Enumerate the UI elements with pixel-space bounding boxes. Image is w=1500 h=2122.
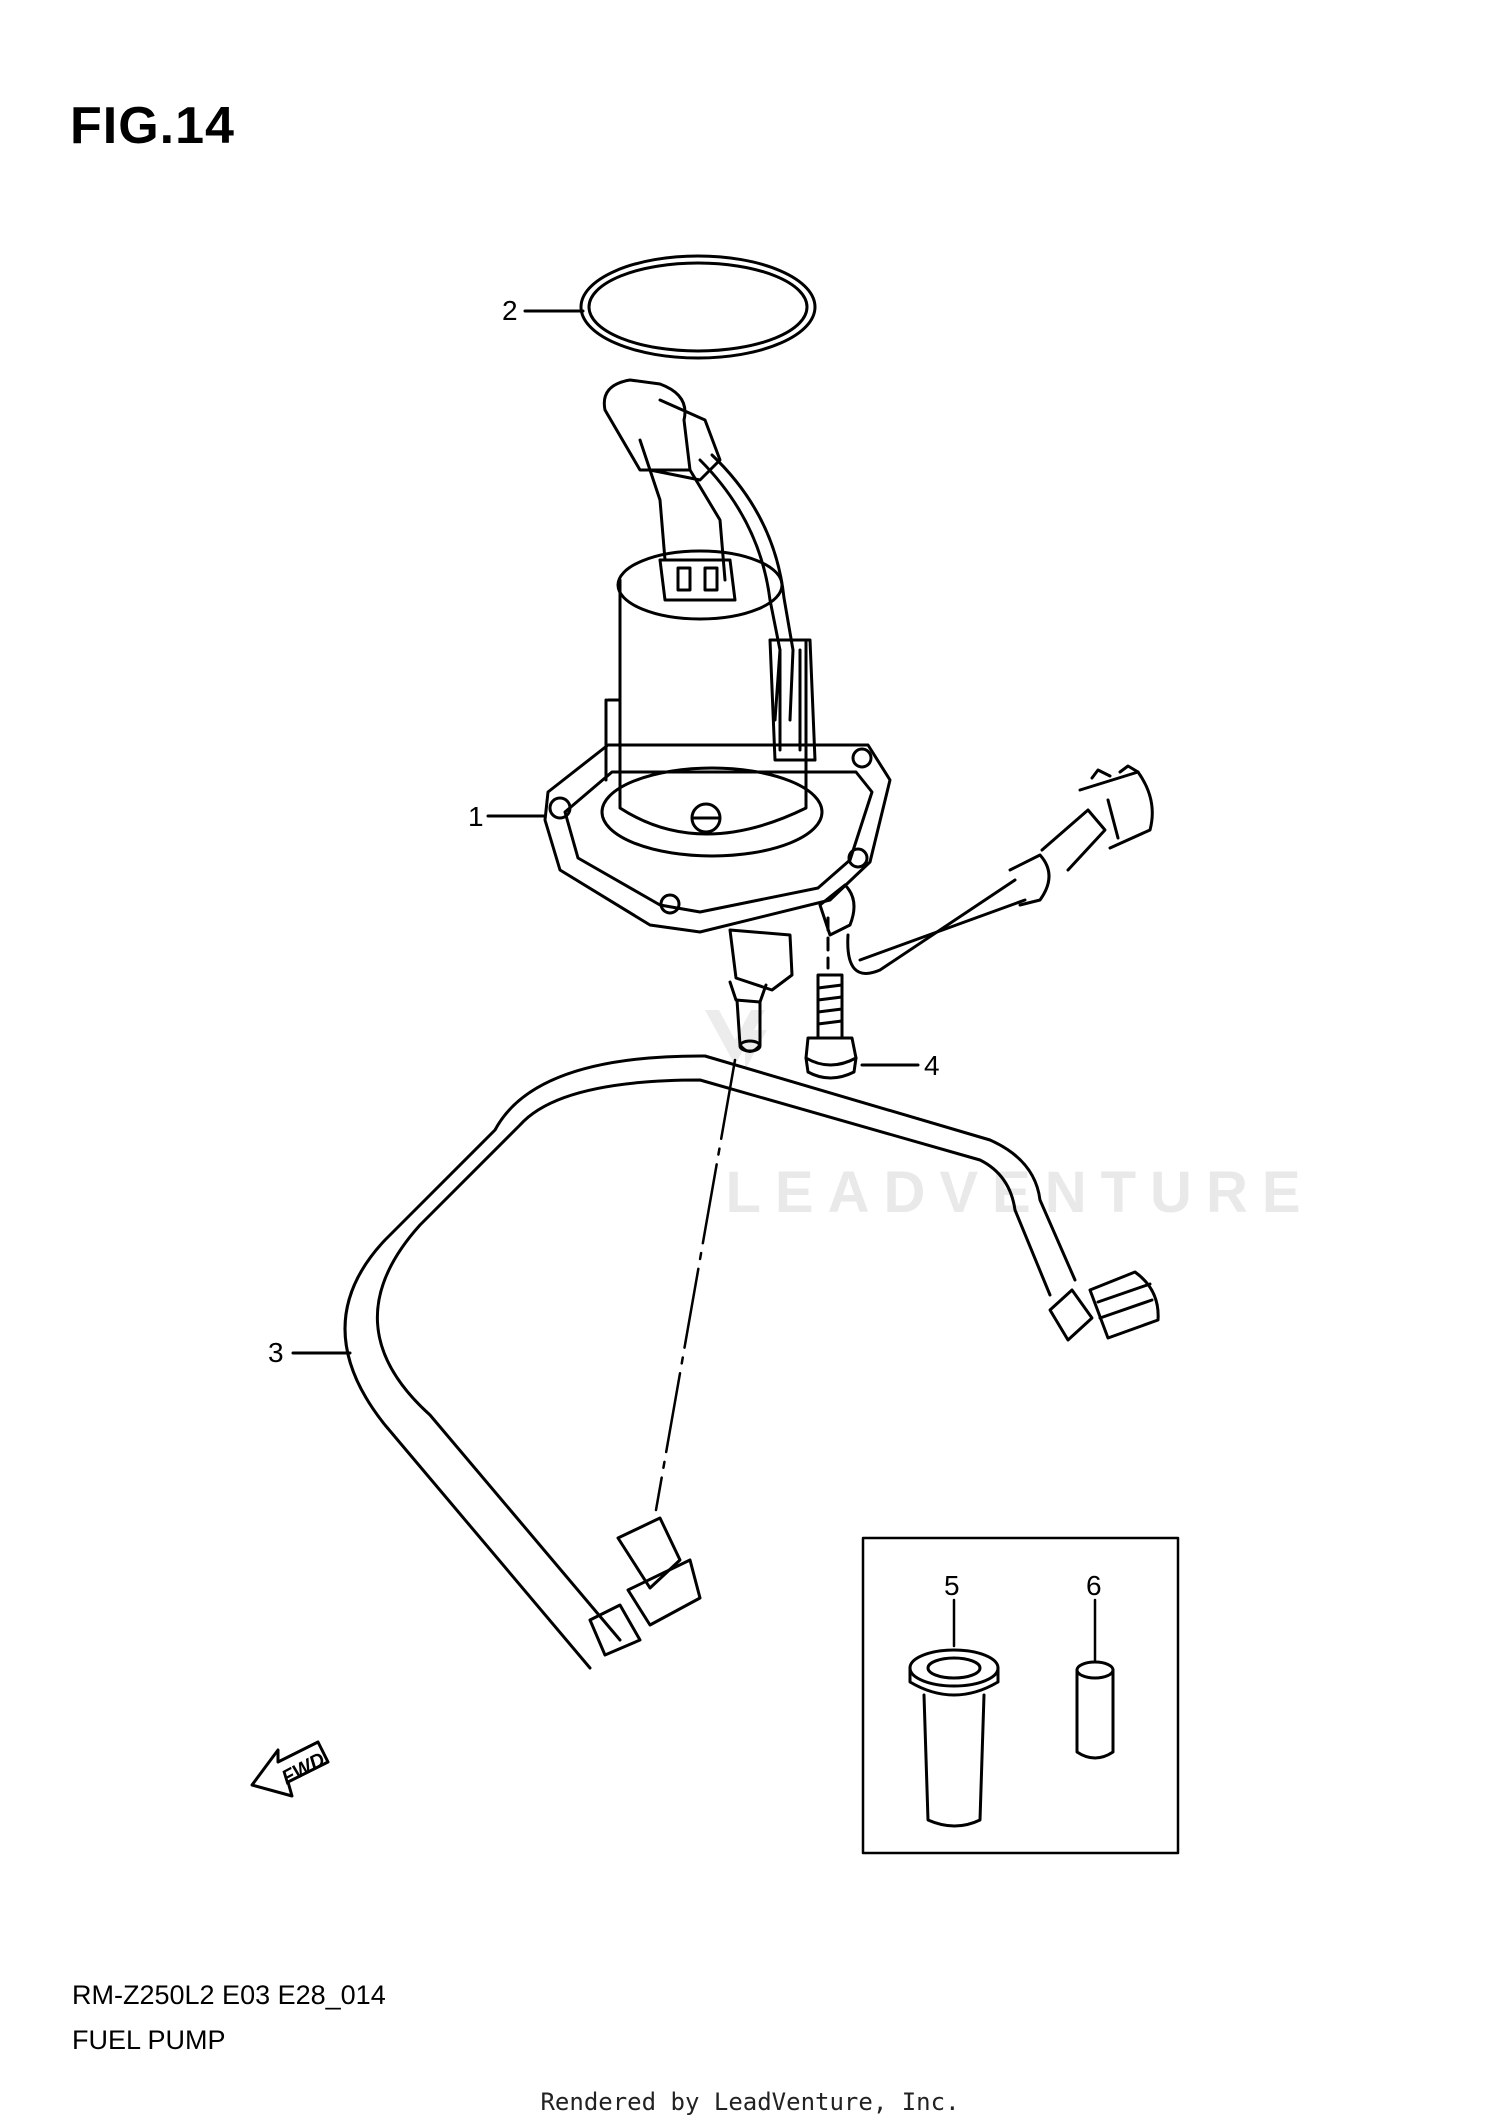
callout-1[interactable]: 1 <box>468 801 547 832</box>
callout-6[interactable]: 6 <box>1086 1570 1102 1662</box>
section-name: FUEL PUMP <box>72 2025 226 2055</box>
fuel-hose-part-3[interactable] <box>343 1054 1160 1670</box>
svg-text:2: 2 <box>502 295 518 326</box>
rendered-by-footer: Rendered by LeadVenture, Inc. <box>540 2088 960 2116</box>
hose-guide-line <box>654 1058 737 1512</box>
callout-3[interactable]: 3 <box>268 1337 352 1368</box>
watermark-text: LEADVENTURE <box>725 1160 1314 1225</box>
fwd-direction-arrow: FWD <box>250 1740 330 1798</box>
bolt-part-4[interactable] <box>804 973 858 1080</box>
model-code: RM-Z250L2 E03 E28_014 <box>72 1980 386 2010</box>
kit-box <box>861 1536 1180 1855</box>
fuel-pump-assembly-part-1[interactable] <box>543 378 1154 1053</box>
callout-5[interactable]: 5 <box>944 1570 960 1648</box>
svg-text:5: 5 <box>944 1570 960 1601</box>
svg-text:4: 4 <box>924 1050 940 1081</box>
svg-text:3: 3 <box>268 1337 284 1368</box>
figure-title: FIG.14 <box>70 97 235 155</box>
watermark: LEADVENTURE <box>705 1010 1314 1225</box>
svg-text:1: 1 <box>468 801 484 832</box>
callout-2[interactable]: 2 <box>502 295 585 326</box>
callout-4[interactable]: 4 <box>860 1050 940 1081</box>
grommet-part-5[interactable] <box>908 1648 1000 1828</box>
o-ring-part-2[interactable] <box>579 254 817 360</box>
svg-text:6: 6 <box>1086 1570 1102 1601</box>
sleeve-part-6[interactable] <box>1075 1660 1115 1760</box>
